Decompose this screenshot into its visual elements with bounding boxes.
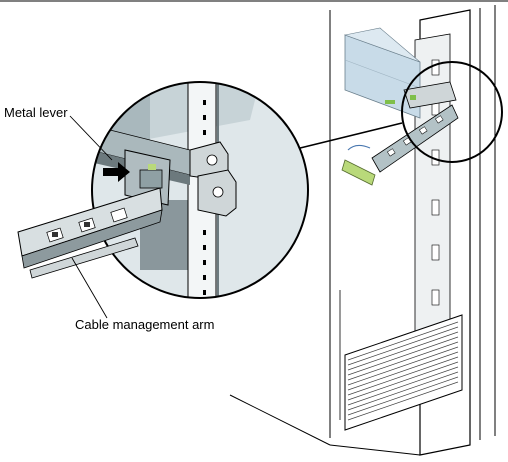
magnify-connector [291,122,403,151]
rack-cable-arm [341,81,459,186]
direction-arrow [103,162,130,182]
cable-management-arm-label: Cable management arm [75,317,215,332]
cable-management-arm [17,187,163,279]
detail-origin-circle [401,61,503,163]
metal-lever-label: Metal lever [4,105,68,120]
cable-arm-leader [71,257,108,319]
server-chassis [343,27,421,119]
metal-lever-leader [69,115,113,161]
detail-zoom-circle [91,81,309,299]
